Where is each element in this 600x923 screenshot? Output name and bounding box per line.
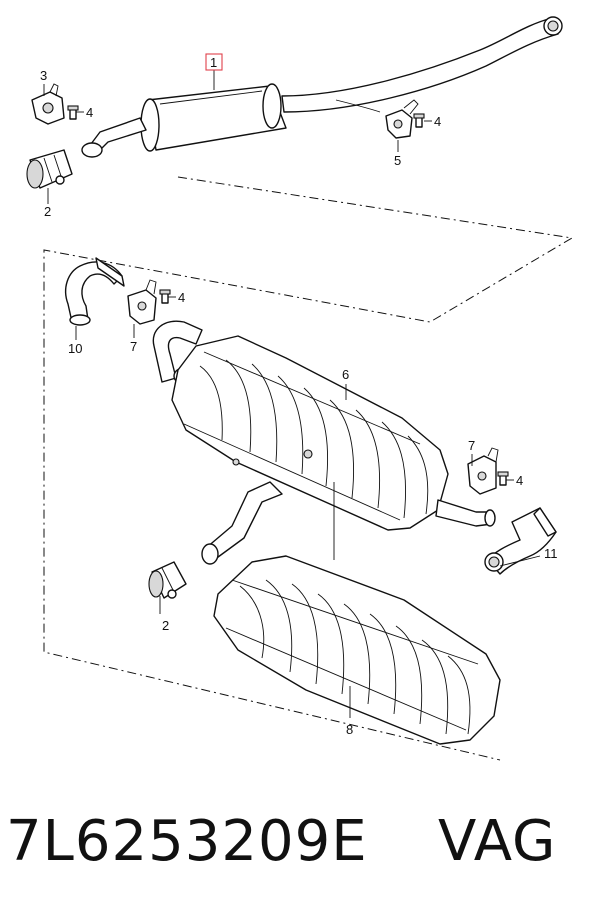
leader-lines — [43, 70, 541, 718]
exhaust-parts-diagram: 1 3 4 2 4 5 10 4 7 6 7 4 11 2 8 — [26, 16, 574, 761]
callout-8: 8 — [346, 722, 353, 737]
callout-5: 5 — [394, 153, 401, 168]
bracket-7-a[interactable] — [127, 279, 157, 325]
rear-silencer-6[interactable] — [152, 320, 496, 565]
heat-shield-8[interactable] — [213, 555, 501, 745]
brand-label: VAG — [438, 809, 557, 874]
callout-2-b: 2 — [162, 618, 169, 633]
callout-1: 1 — [210, 55, 217, 70]
footer: 7L6253209E VAG — [0, 800, 600, 923]
callout-3: 3 — [40, 68, 47, 83]
callout-2-a: 2 — [44, 204, 51, 219]
part-number: 7L6253209E — [6, 809, 368, 874]
bolt-4-c[interactable] — [159, 289, 171, 304]
tail-pipe-11[interactable] — [484, 507, 557, 575]
bracket-3[interactable] — [31, 83, 65, 125]
bolt-4-b[interactable] — [413, 113, 425, 128]
callout-4-b: 4 — [434, 114, 441, 129]
callout-4-a: 4 — [86, 105, 93, 120]
clamp-2-a[interactable] — [26, 149, 73, 189]
bracket-7-b[interactable] — [467, 447, 499, 495]
callout-4-d: 4 — [516, 473, 523, 488]
callout-11: 11 — [544, 546, 558, 561]
tail-pipe-10[interactable] — [64, 257, 125, 326]
callout-7-b: 7 — [468, 438, 475, 453]
middle-silencer-pipe[interactable] — [81, 16, 563, 158]
bolt-4-d[interactable] — [497, 471, 509, 486]
bolt-4-a[interactable] — [67, 105, 79, 120]
callout-1-highlight — [205, 53, 223, 71]
clamp-2-b[interactable] — [148, 561, 187, 599]
assembly-boundary — [43, 176, 574, 761]
bracket-5[interactable] — [385, 99, 419, 139]
callout-10: 10 — [68, 341, 82, 356]
callout-7-a: 7 — [130, 339, 137, 354]
callout-4-c: 4 — [178, 290, 185, 305]
callout-6: 6 — [342, 367, 349, 382]
